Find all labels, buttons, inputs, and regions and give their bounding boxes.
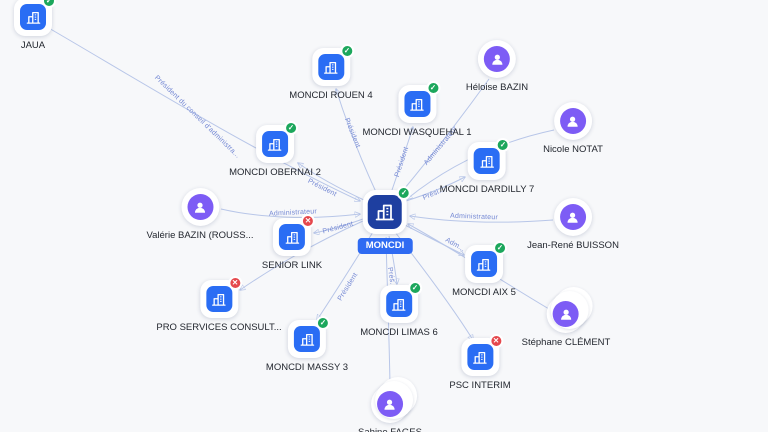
person-icon xyxy=(193,200,208,215)
company-icon[interactable]: ✓ xyxy=(398,81,440,123)
person-icon[interactable] xyxy=(553,102,592,140)
edge-moncdi-wasquehal1 xyxy=(391,127,413,191)
company-icon[interactable]: ✓ xyxy=(363,186,411,234)
company-icon[interactable]: ✓ xyxy=(312,44,354,86)
building-icon xyxy=(410,97,425,112)
node-moncdi-obernai-2[interactable]: ✓ MONCDI OBERNAI 2 xyxy=(229,121,321,178)
company-icon[interactable]: ✕ xyxy=(460,334,503,376)
node-label: MONCDI ROUEN 4 xyxy=(289,90,373,101)
node-label: PRO SERVICES CONSULT... xyxy=(156,322,282,333)
person-icon[interactable] xyxy=(478,40,516,78)
person-icon xyxy=(559,307,574,322)
node-label: PSC INTERIM xyxy=(449,380,511,391)
cross-badge-icon: ✕ xyxy=(227,276,242,290)
person-icon[interactable] xyxy=(554,198,592,236)
building-icon xyxy=(479,154,494,169)
node-label: Valérie BAZIN (ROUSS... xyxy=(146,230,254,241)
node-label: MONCDI MASSY 3 xyxy=(265,362,349,373)
node-label: MONCDI DARDILLY 7 xyxy=(439,184,535,195)
node-label: MONCDI OBERNAI 2 xyxy=(229,167,321,178)
node-moncdi-rouen-4[interactable]: ✓ MONCDI ROUEN 4 xyxy=(289,44,373,101)
edge-jaua-moncdi xyxy=(46,26,360,201)
node-pro-services-consult[interactable]: ✕ PRO SERVICES CONSULT... xyxy=(156,276,282,333)
edge-valerie-moncdi xyxy=(220,208,360,218)
node-moncdi-massy-3[interactable]: ✓ MONCDI MASSY 3 xyxy=(265,316,349,373)
company-icon[interactable]: ✓ xyxy=(379,281,422,323)
node-sabine-fages[interactable]: Sabine FAGES xyxy=(358,385,422,432)
node-heloise-bazin[interactable]: Héloise BAZIN xyxy=(466,40,528,93)
company-icon[interactable]: ✓ xyxy=(288,316,330,358)
central-node-label: MONCDI xyxy=(357,238,413,254)
node-label: Nicole NOTAT xyxy=(543,144,603,155)
check-badge-icon: ✓ xyxy=(426,81,440,95)
node-moncdi-wasquehal-1[interactable]: ✓ MONCDI WASQUEHAL 1 xyxy=(362,81,472,138)
node-moncdi-limas-6[interactable]: ✓ MONCDI LIMAS 6 xyxy=(360,281,438,338)
node-label: Sabine FAGES xyxy=(358,427,422,432)
edge-jeanrene-moncdi xyxy=(410,216,554,223)
node-nicole-notat[interactable]: Nicole NOTAT xyxy=(543,102,603,155)
edge-heloise-moncdi xyxy=(400,78,490,194)
edge-moncdi-rouen4 xyxy=(336,89,377,193)
person-icon[interactable] xyxy=(547,295,585,333)
company-icon[interactable]: ✓ xyxy=(14,0,56,36)
check-badge-icon: ✓ xyxy=(340,44,354,58)
edge-moncdi-obernai2 xyxy=(298,163,365,201)
check-badge-icon: ✓ xyxy=(283,121,298,135)
node-psc-interim[interactable]: ✕ PSC INTERIM xyxy=(449,334,511,391)
edge-moncdi-proservices xyxy=(240,220,364,290)
node-valerie-bazin[interactable]: Valérie BAZIN (ROUSS... xyxy=(147,188,254,241)
building-icon xyxy=(472,350,487,365)
edge-moncdi-seniorlink xyxy=(314,218,364,233)
check-badge-icon: ✓ xyxy=(397,186,411,200)
check-badge-icon: ✓ xyxy=(316,316,330,330)
building-icon xyxy=(285,230,300,245)
person-icon xyxy=(490,52,505,67)
cross-badge-icon: ✕ xyxy=(301,214,315,228)
building-icon xyxy=(324,60,339,75)
cross-badge-icon: ✕ xyxy=(488,334,503,348)
building-icon xyxy=(26,10,41,25)
node-moncdi-central[interactable]: ✓ MONCDI xyxy=(357,186,413,254)
building-icon xyxy=(211,292,226,307)
node-jean-rene-buisson[interactable]: Jean-René BUISSON xyxy=(527,198,619,251)
company-icon[interactable]: ✓ xyxy=(467,138,510,180)
person-icon xyxy=(383,397,398,412)
company-icon[interactable]: ✓ xyxy=(255,121,298,163)
node-label: MONCDI WASQUEHAL 1 xyxy=(362,127,472,138)
node-label: JAUA xyxy=(20,40,46,51)
person-icon[interactable] xyxy=(371,385,409,423)
building-icon xyxy=(375,202,395,222)
node-label: MONCDI AIX 5 xyxy=(452,287,516,298)
node-jaua[interactable]: ✓ JAUA xyxy=(14,0,56,51)
person-icon xyxy=(566,210,581,225)
node-label: Jean-René BUISSON xyxy=(527,240,619,251)
node-moncdi-dardilly-7[interactable]: ✓ MONCDI DARDILLY 7 xyxy=(439,138,535,195)
node-label: Héloise BAZIN xyxy=(465,82,529,93)
node-moncdi-aix-5[interactable]: ✓ MONCDI AIX 5 xyxy=(452,241,516,298)
person-icon[interactable] xyxy=(181,188,219,226)
node-label: SENIOR LINK xyxy=(261,260,323,271)
check-badge-icon: ✓ xyxy=(493,241,507,255)
building-icon xyxy=(267,137,282,152)
check-badge-icon: ✓ xyxy=(495,138,510,152)
node-senior-link[interactable]: ✕ SENIOR LINK xyxy=(261,214,323,271)
building-icon xyxy=(391,297,406,312)
node-label: Stéphane CLÉMENT xyxy=(521,337,611,348)
company-icon[interactable]: ✕ xyxy=(273,214,315,256)
building-icon xyxy=(477,257,492,272)
person-icon xyxy=(565,114,580,129)
company-icon[interactable]: ✕ xyxy=(199,276,242,318)
node-stephane-clement[interactable]: Stéphane CLÉMENT xyxy=(521,295,611,348)
check-badge-icon: ✓ xyxy=(407,281,422,295)
node-label: MONCDI LIMAS 6 xyxy=(360,327,438,338)
building-icon xyxy=(300,332,315,347)
company-icon[interactable]: ✓ xyxy=(465,241,507,283)
check-badge-icon: ✓ xyxy=(42,0,56,8)
